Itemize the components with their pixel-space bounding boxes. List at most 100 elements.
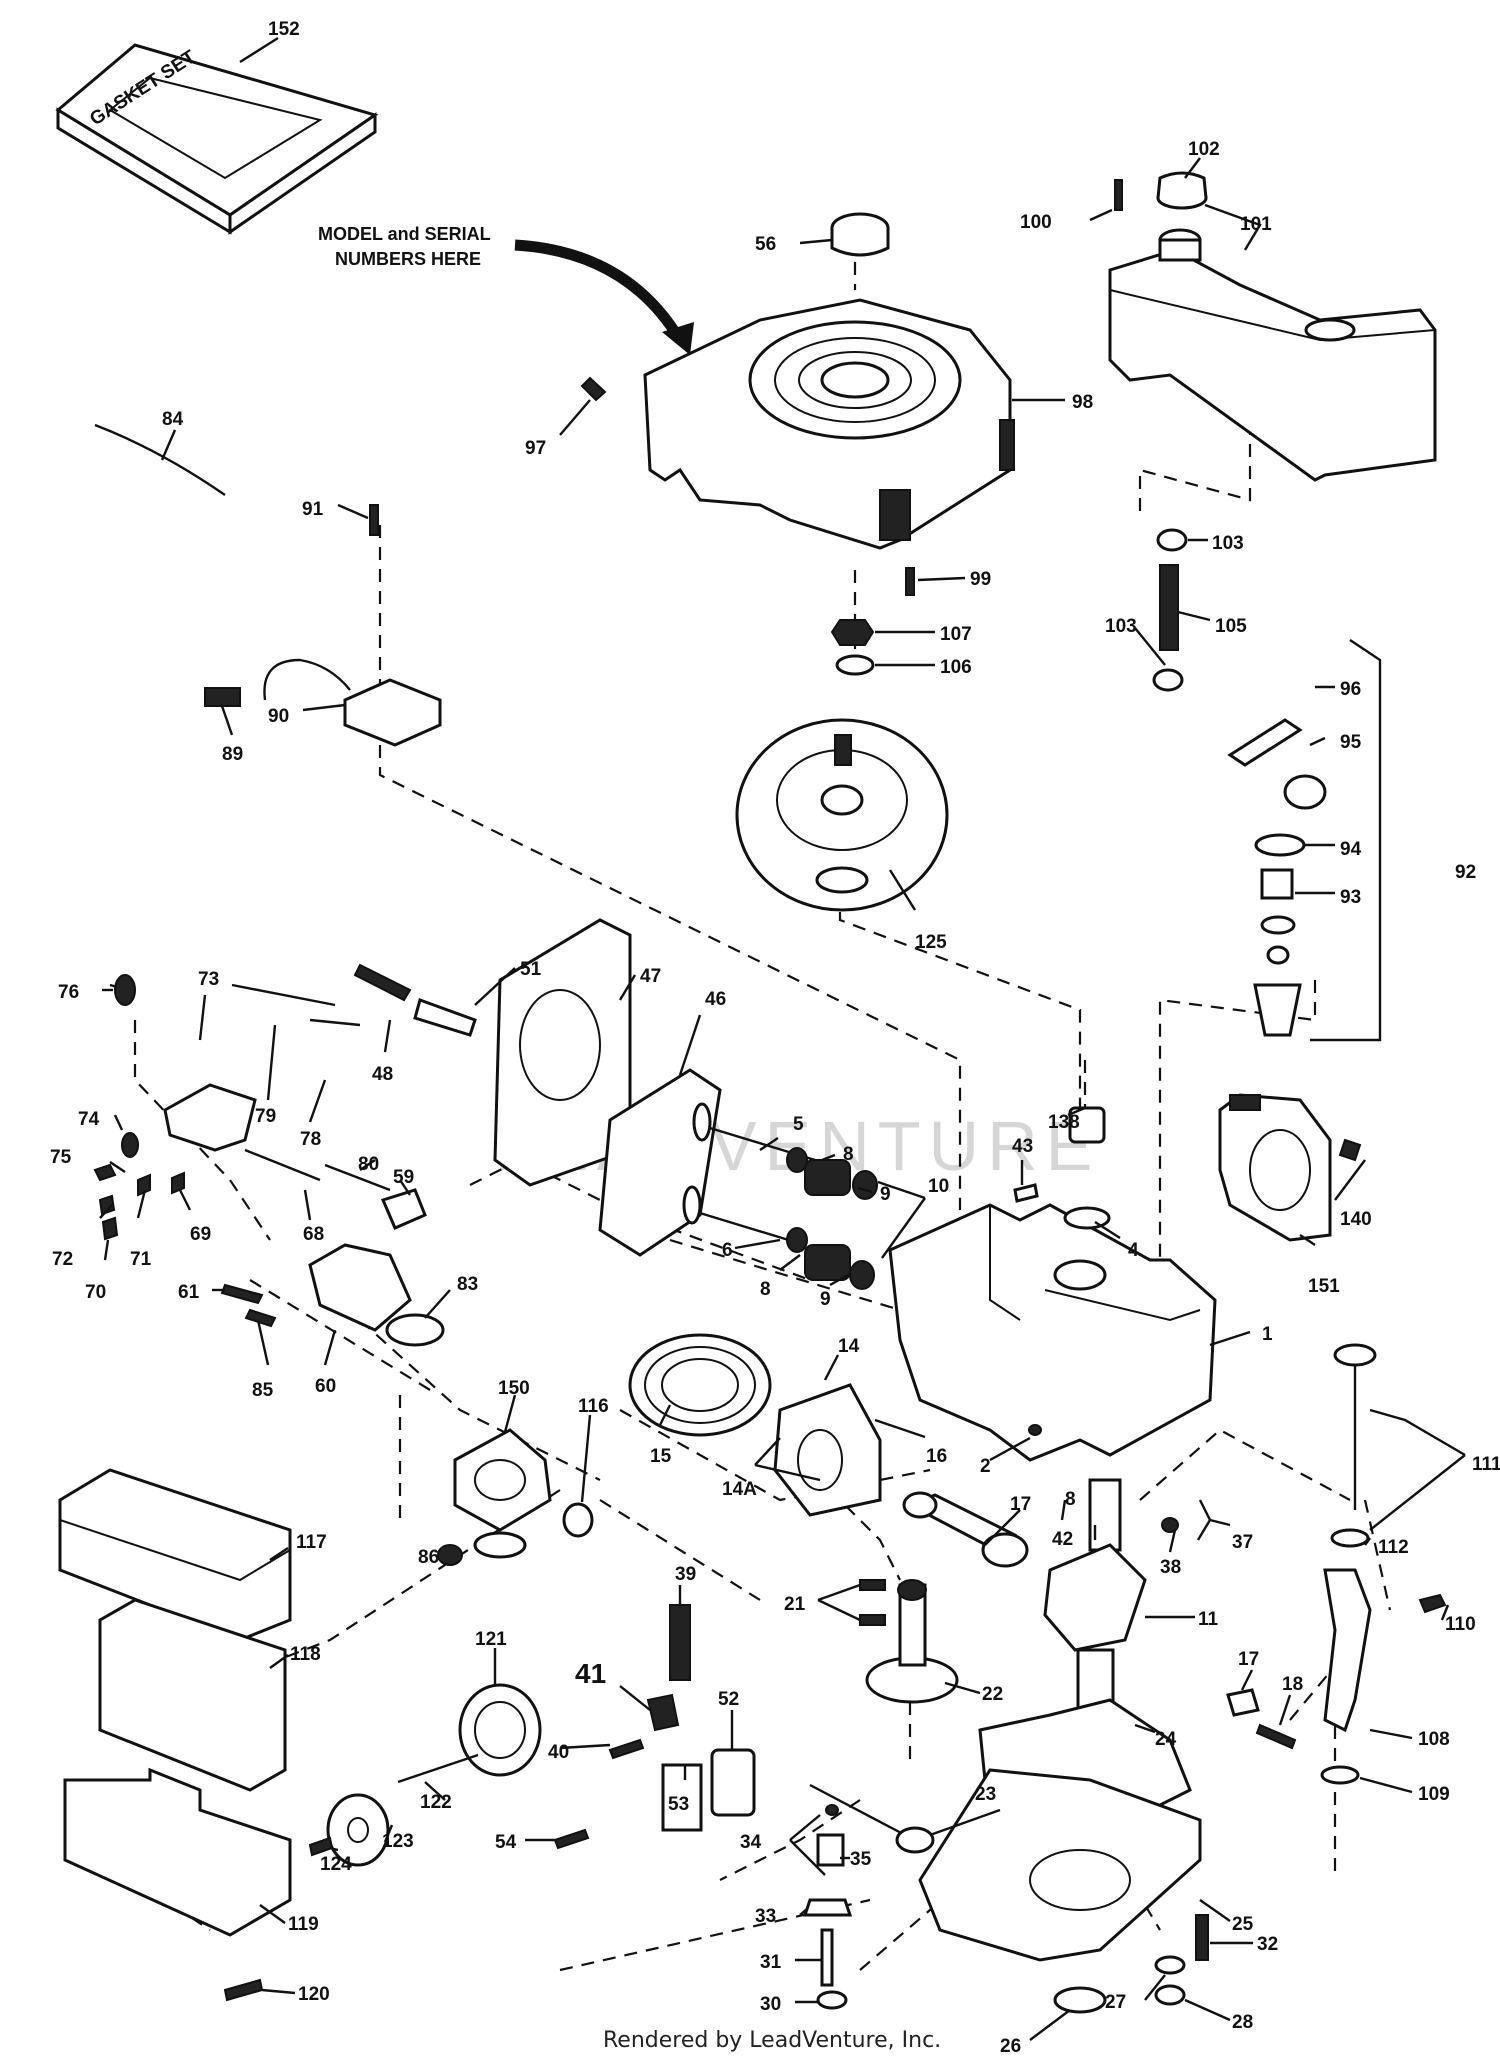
part-label-86: 86 [418, 1547, 439, 1568]
part-label-4: 4 [1128, 1240, 1139, 1261]
part-label-27: 27 [1105, 1992, 1126, 2013]
governor-shaft-part [809, 1783, 935, 1854]
part-label-15: 15 [650, 1446, 672, 1467]
part-label-102: 102 [1188, 139, 1220, 160]
part-label-6: 6 [722, 1240, 733, 1261]
part-label-10: 10 [928, 1176, 949, 1197]
part-label-1: 1 [1262, 1324, 1273, 1345]
clip-43-part [1013, 1183, 1039, 1203]
carburetor-part [437, 1428, 594, 1566]
part-label-34: 34 [740, 1832, 762, 1853]
screw-40-part [608, 1738, 645, 1760]
part-label-93: 93 [1340, 887, 1361, 908]
part-label-123: 123 [382, 1831, 414, 1852]
screw-97-part [580, 376, 607, 402]
part-label-24: 24 [1155, 1729, 1177, 1750]
governor-linkage-part [93, 974, 391, 1241]
cylinder-block-part [888, 1203, 1217, 1462]
part-label-22: 22 [982, 1684, 1003, 1705]
part-label-101: 101 [1240, 214, 1272, 235]
part-label-68: 68 [303, 1224, 324, 1245]
valve-train-part [682, 1102, 878, 1290]
part-label-84: 84 [162, 409, 184, 430]
part-label-89: 89 [222, 744, 243, 765]
rod-cap-17b-part [1226, 1688, 1260, 1717]
part-label-56: 56 [755, 234, 776, 255]
part-label-125: 125 [915, 932, 947, 953]
footer-text: Rendered by LeadVenture, Inc. [603, 2028, 941, 2053]
part-label-54: 54 [495, 1832, 517, 1853]
part-label-21: 21 [784, 1594, 806, 1615]
part-label-31: 31 [760, 1952, 782, 1973]
part-label-99: 99 [970, 569, 991, 590]
part-label-124: 124 [320, 1854, 352, 1875]
part-label-52: 52 [718, 1689, 739, 1710]
part-label-94: 94 [1340, 839, 1362, 860]
gasket-set-part: GASKET SET [55, 43, 379, 235]
screw-100-part [1114, 179, 1123, 211]
tappet-21a-part [859, 1579, 886, 1591]
part-label-97: 97 [525, 438, 546, 459]
part-label-103b: 103 [1105, 616, 1137, 637]
part-label-23: 23 [975, 1784, 996, 1805]
part-label-17a: 17 [1010, 1494, 1031, 1515]
part-label-108: 108 [1418, 1729, 1450, 1750]
part-label-16: 16 [926, 1446, 947, 1467]
part-label-85: 85 [252, 1380, 274, 1401]
part-label-120: 120 [298, 1984, 330, 2005]
part-label-107: 107 [940, 624, 972, 645]
part-label-9a: 9 [880, 1184, 891, 1205]
screw-99-part [905, 567, 915, 596]
part-label-122: 122 [420, 1792, 452, 1813]
part-label-106: 106 [940, 657, 972, 678]
fuel-cap-part [1156, 171, 1208, 210]
ignition-coil-part [204, 658, 442, 747]
part-label-103a: 103 [1212, 533, 1244, 554]
fuel-tank-part [1108, 228, 1437, 482]
part-label-37: 37 [1232, 1532, 1253, 1553]
part-label-59: 59 [393, 1167, 414, 1188]
part-label-26: 26 [1000, 2036, 1021, 2057]
part-label-152: 152 [268, 19, 300, 40]
breather-assembly-part [1227, 639, 1382, 1042]
part-label-151: 151 [1308, 1276, 1340, 1297]
part-label-28: 28 [1232, 2012, 1253, 2033]
muffler-part [308, 1683, 542, 1867]
part-label-105: 105 [1215, 616, 1247, 637]
part-label-9b: 9 [820, 1289, 831, 1310]
part-label-51: 51 [520, 959, 542, 980]
cam-gear-part [865, 1579, 959, 1704]
part-label-43: 43 [1012, 1136, 1033, 1157]
part-label-48: 48 [372, 1064, 393, 1085]
connecting-rod-part [902, 1491, 1029, 1568]
screw-91-part [369, 504, 379, 536]
part-label-90: 90 [268, 706, 289, 727]
screw-61-part [220, 1283, 264, 1305]
model-serial-callout: MODEL and SERIAL NUMBERS HERE [318, 224, 694, 355]
part-label-100: 100 [1020, 212, 1052, 233]
part-label-76: 76 [58, 982, 79, 1003]
part-label-110: 110 [1445, 1614, 1476, 1635]
washer-38-part [1161, 1517, 1179, 1533]
screw-85-part [244, 1308, 277, 1328]
part-label-5: 5 [793, 1114, 804, 1135]
screw-140-part [1338, 1138, 1362, 1162]
spring-39-part [669, 1604, 691, 1681]
cap-part [830, 212, 890, 257]
callout-line1: MODEL and SERIAL [318, 224, 491, 244]
part-label-92: 92 [1455, 862, 1476, 883]
part-label-8a: 8 [843, 1144, 854, 1165]
wire-84-part [94, 423, 226, 496]
part-label-25: 25 [1232, 1914, 1254, 1935]
part-label-18: 18 [1282, 1674, 1303, 1695]
part-label-150: 150 [498, 1378, 530, 1399]
part-label-42: 42 [1052, 1529, 1073, 1550]
bracket-41-part [646, 1693, 680, 1732]
part-label-78: 78 [300, 1129, 321, 1150]
sump-hardware-part [1053, 1914, 1209, 2014]
sump-part [918, 1698, 1202, 1962]
part-label-121: 121 [475, 1629, 507, 1650]
part-label-111: 111 [1472, 1454, 1500, 1475]
